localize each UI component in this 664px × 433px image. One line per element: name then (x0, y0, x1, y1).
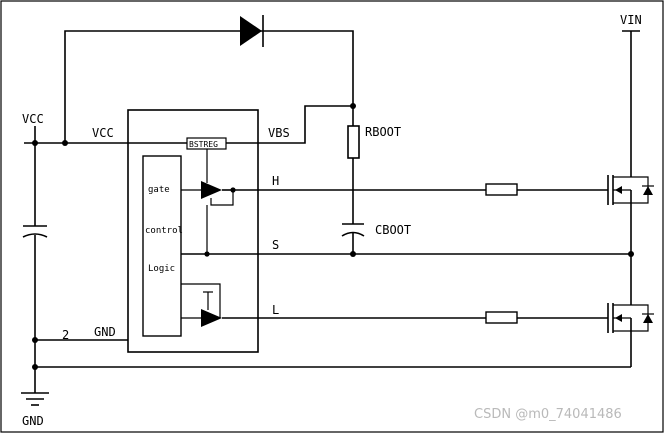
vcc-rail (24, 126, 187, 146)
s-switch-node-wire (181, 251, 634, 257)
cboot-capacitor (341, 223, 365, 257)
l-label: L (272, 303, 279, 317)
gnd-label: GND (22, 414, 44, 428)
s-label: S (272, 238, 279, 252)
driver-ic (127, 109, 259, 353)
high-side-driver (181, 149, 236, 257)
rboot-label: RBOOT (365, 125, 401, 139)
vcc-ic-label: VCC (92, 126, 114, 140)
logic-block (142, 155, 182, 337)
bootstrap-diode-path (64, 15, 354, 143)
high-side-mosfet (607, 175, 654, 254)
gnd-ic-label: GND (94, 325, 116, 339)
watermark: CSDN @m0_74041486 (474, 407, 622, 422)
cboot-label: CBOOT (375, 223, 411, 237)
pin-2-label: 2 (62, 328, 69, 342)
vin-label: VIN (620, 13, 642, 27)
logic-label: Logic (148, 264, 175, 274)
ground-rail (32, 335, 632, 393)
vin-rail (622, 30, 640, 175)
l-gate-resistor (485, 311, 518, 324)
control-label: control (145, 226, 183, 236)
vbs-wire (225, 103, 356, 144)
h-gate-resistor (485, 183, 518, 196)
low-side-mosfet (607, 254, 654, 335)
vcc-left-label: VCC (22, 112, 44, 126)
bstreg-label: BSTREG (189, 140, 218, 149)
h-gate-wire (233, 183, 608, 196)
gate-label: gate (148, 185, 170, 195)
vcc-decoupling-capacitor (22, 143, 48, 343)
ground-symbol (21, 392, 49, 406)
rboot-resistor (347, 106, 360, 224)
vbs-label: VBS (268, 126, 290, 140)
l-gate-wire (222, 311, 608, 324)
low-side-driver (181, 283, 222, 327)
h-label: H (272, 174, 279, 188)
bootstrap-diode (240, 16, 262, 46)
